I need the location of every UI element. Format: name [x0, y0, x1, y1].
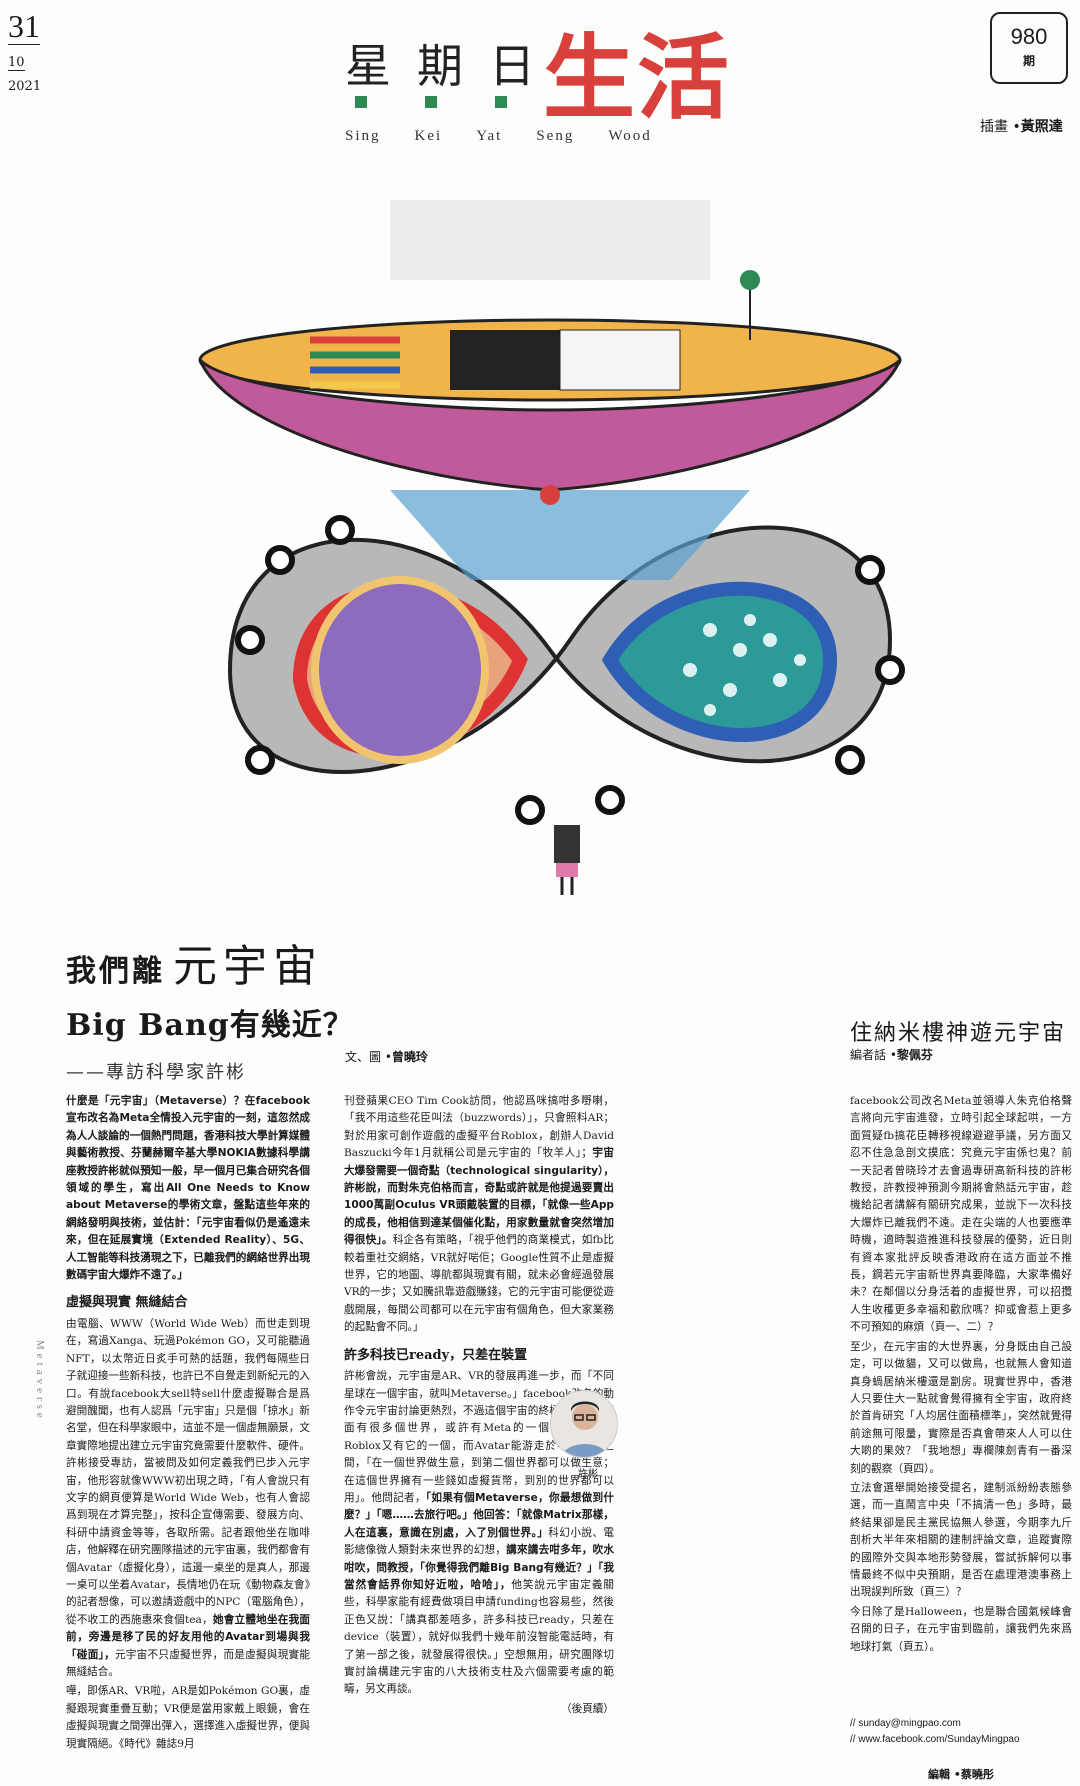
paragraph: 刊登蘋果CEO Tim Cook訪問，他認爲咪搞咁多嘢喇，「我不用這些花臣叫法（… [344, 1095, 615, 1334]
date-day: 31 [8, 8, 40, 45]
masthead-title-big: 生活 [543, 25, 732, 132]
masthead-dots [355, 96, 507, 108]
contact-info: // sunday@mingpao.com // www.facebook.co… [850, 1716, 1020, 1748]
paragraph: 由電腦、WWW（World Wide Web）而世走到現在，寫過Xanga、玩過… [66, 1317, 311, 1678]
sidebar-column: facebook公司改名Meta並領導人朱克伯格聲言將向元宇宙進發，立時引起全球… [850, 1093, 1072, 1658]
roman-word: Yat [476, 128, 503, 144]
date-year: 2021 [8, 79, 42, 94]
article-column-2: 刊登蘋果CEO Tim Cook訪問，他認爲咪搞咁多嘢喇，「我不用這些花臣叫法（… [344, 1093, 614, 1720]
article-byline: 文、圖 •曾曉玲 [345, 1050, 428, 1064]
headline-line2: Big Bang有幾近？ [66, 1008, 354, 1043]
section-heading: 許多科技已ready，只差在裝置 [344, 1347, 528, 1363]
headline-line1: 我們離元宇宙 [66, 941, 323, 992]
paragraph: 嘩，即係AR、VR啦，AR是如Pokémon GO裏，虛擬跟現實重疊互動；VR便… [66, 1685, 310, 1750]
headline-subtitle: ——專訪科學家許彬 [66, 1062, 246, 1083]
portrait-photo [550, 1390, 618, 1458]
roman-word: Seng [536, 128, 575, 144]
article-lead: 什麼是「元宇宙」（Metaverse）？在facebook宣布改名為Meta全情… [66, 1095, 310, 1282]
roman-word: Wood [608, 128, 652, 144]
facebook-link[interactable]: // www.facebook.com/SundayMingpao [850, 1734, 1020, 1745]
masthead-title-small: 星期日 [345, 39, 561, 93]
issue-date: 31 10 2021 [8, 10, 68, 94]
masthead-romanization: Sing Kei Yat Seng Wood [345, 128, 652, 145]
masthead-logo: 星期日 生活 Sing Kei Yat Seng Wood [345, 10, 745, 144]
article-headline: 我們離元宇宙 Big Bang有幾近？ ——專訪科學家許彬 [66, 930, 354, 1084]
email-link[interactable]: // sunday@mingpao.com [850, 1718, 961, 1729]
sidebar-title: 住納米樓神遊元宇宙 [850, 1021, 1067, 1046]
issue-number: 980 [1010, 24, 1048, 49]
paragraph: 立法會選舉開始接受提名，建制派紛紛表態參選，而一直鬧言中央「不搞清一色」多時，最… [850, 1481, 1072, 1599]
section-heading: 虛擬與現實 無縫結合 [66, 1295, 188, 1311]
issue-number-badge: 980 期 [990, 12, 1068, 84]
metaverse-illustration [198, 200, 905, 895]
article-column-1: 什麼是「元宇宙」（Metaverse）？在facebook宣布改名為Meta全情… [66, 1093, 310, 1755]
portrait-caption: 許彬 [578, 1469, 598, 1480]
paragraph: 今日除了是Halloween，也是聯合國氣候峰會召開的日子，在元宇宙到臨前，讓我… [850, 1605, 1072, 1653]
paragraph: 許彬會說，元宇宙是AR、VR的發展再進一步，而「不同星球在一個宇宙，就叫Meta… [344, 1370, 615, 1696]
issue-unit: 期 [1022, 54, 1035, 68]
roman-word: Sing [345, 128, 381, 144]
date-month: 10 [8, 55, 25, 71]
continued-label: （後頁續） [561, 1702, 614, 1715]
illustration-credit: 插畫 •黃照達 [980, 119, 1063, 135]
roman-word: Kei [414, 128, 443, 144]
paragraph: facebook公司改名Meta並領導人朱克伯格聲言將向元宇宙進發，立時引起全球… [850, 1095, 1072, 1334]
sidebar-byline: 編者話 •黎佩芬 [850, 1048, 933, 1062]
editor-credit: 編輯 •蔡曉彤 [928, 1768, 994, 1781]
paragraph: 至少，在元宇宙的大世界裏，分身既由自己設定，可以做貓，又可以做鳥，也就無人會知道… [850, 1340, 1072, 1475]
vertical-label: Metaverse [34, 1340, 46, 1422]
